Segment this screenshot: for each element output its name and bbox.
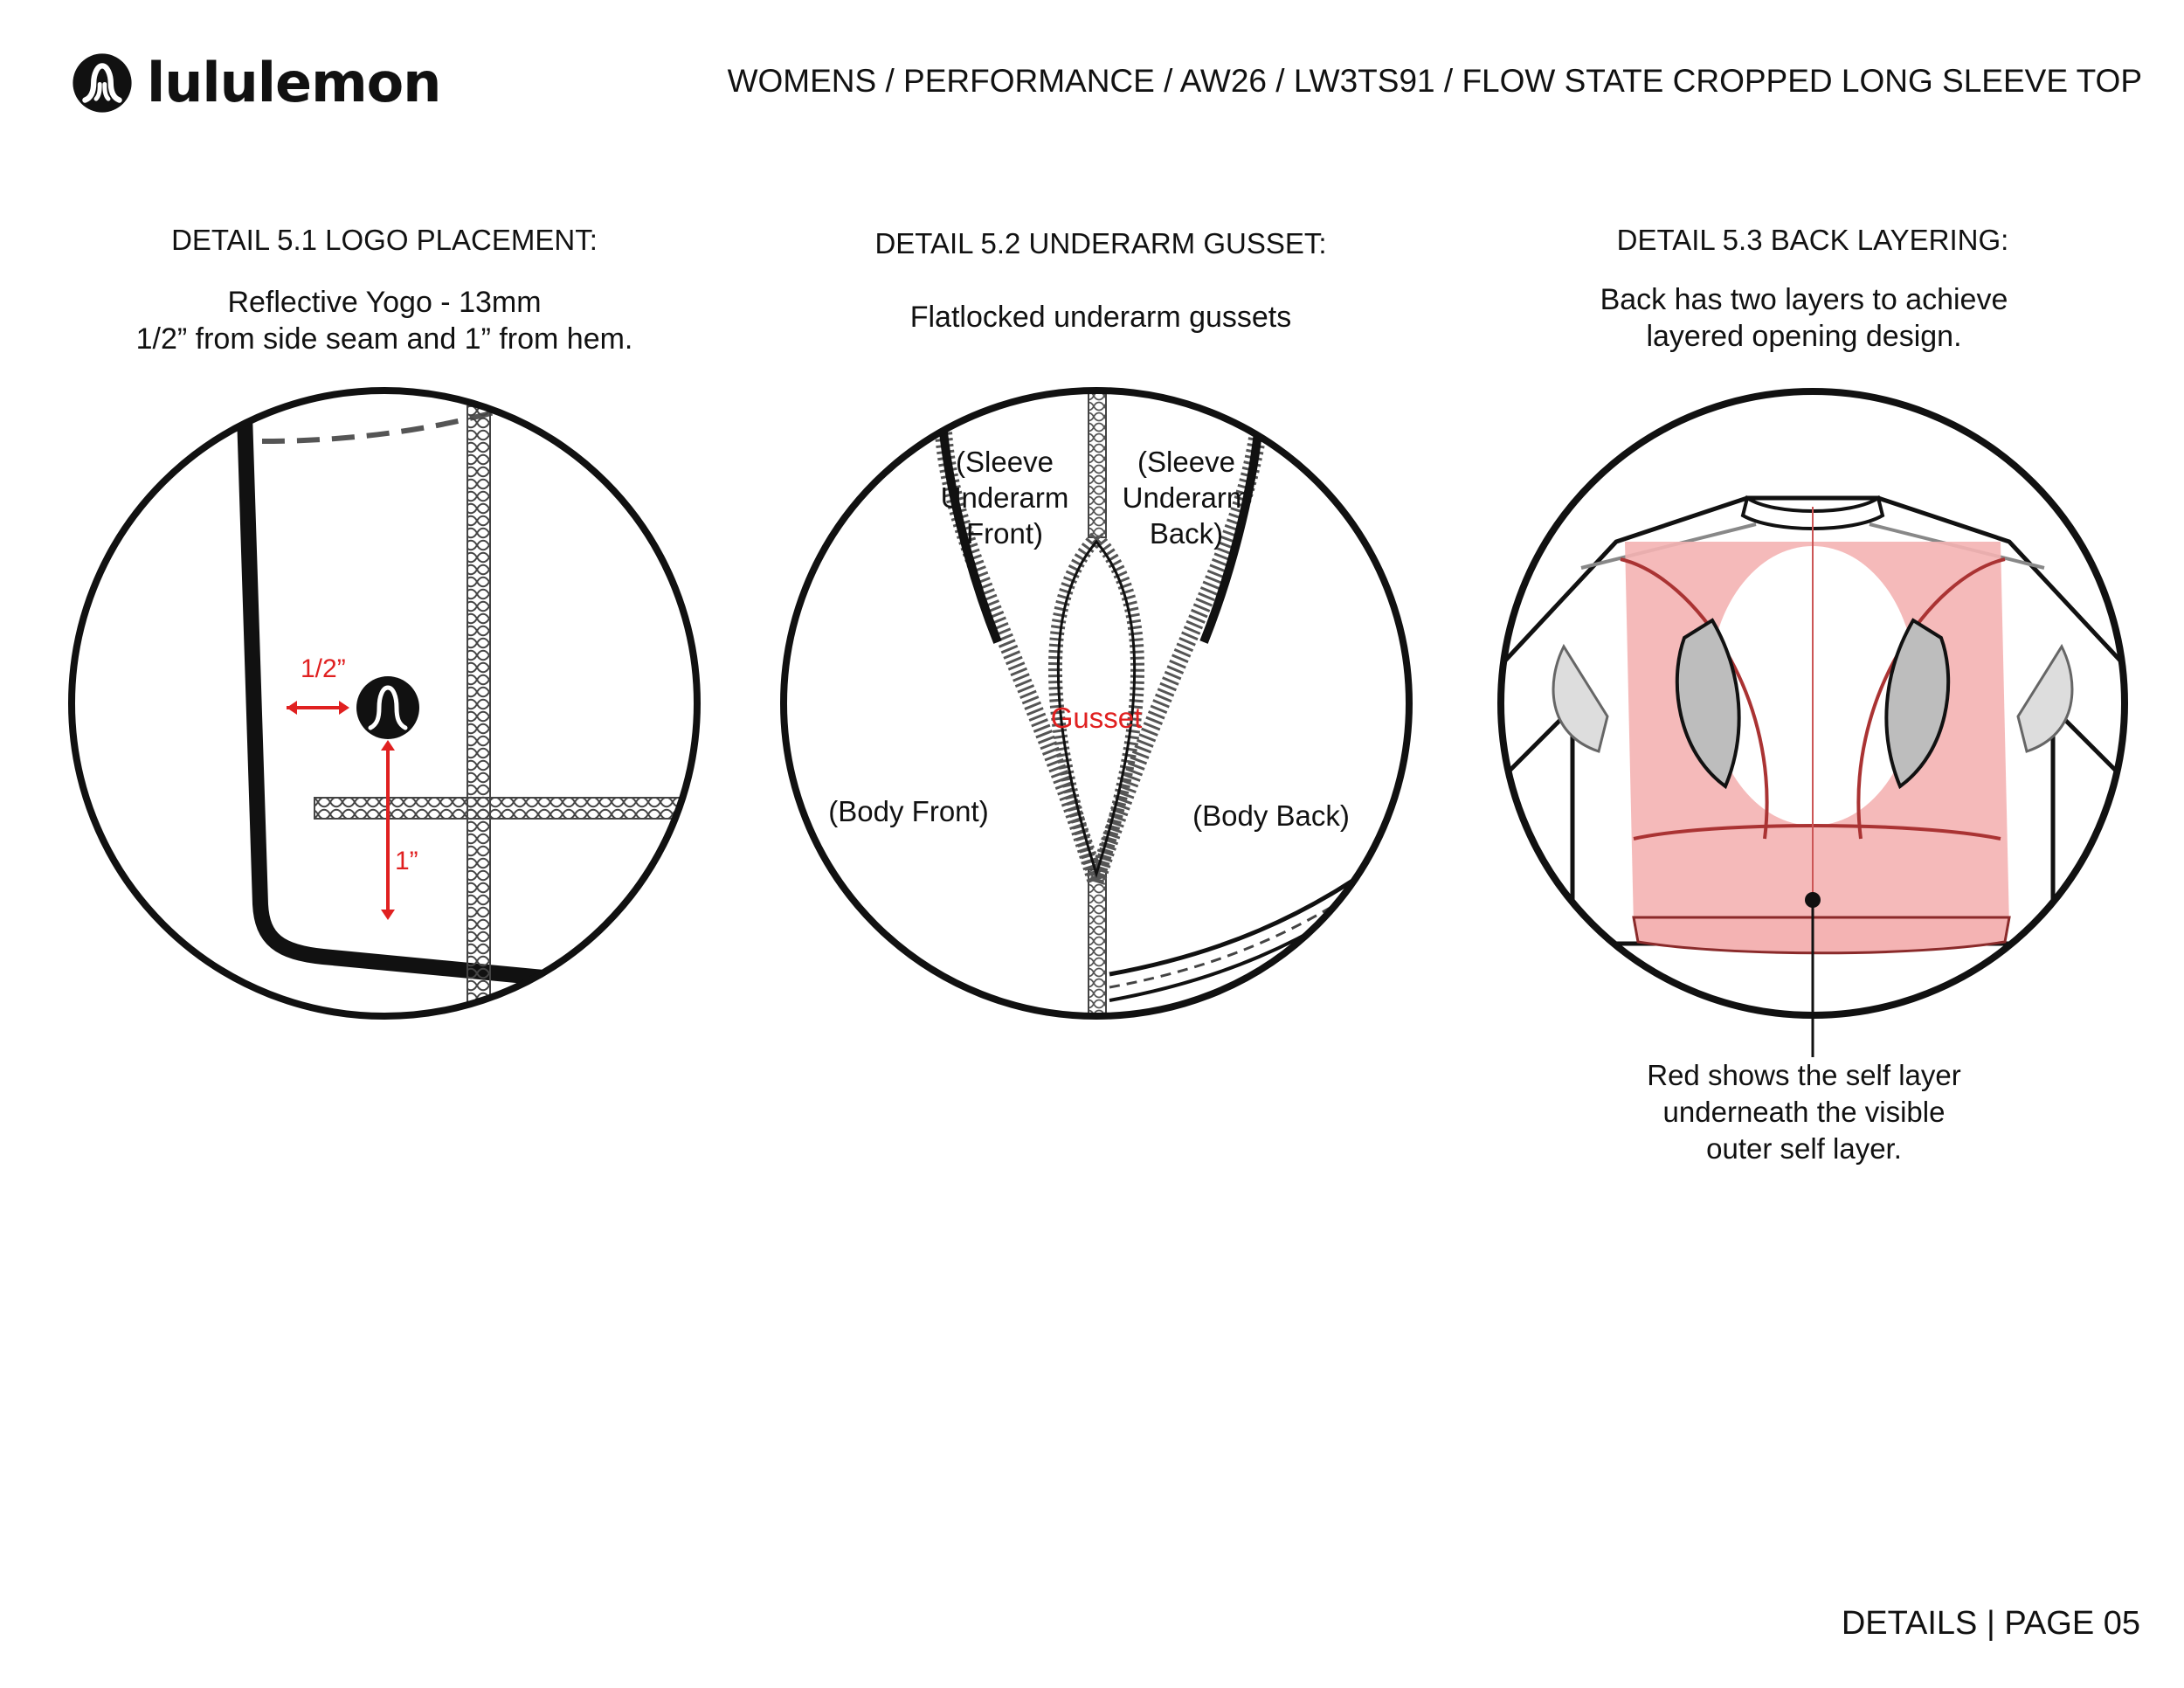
detail-1-title: DETAIL 5.1 LOGO PLACEMENT: (171, 224, 598, 256)
yogo-logo-icon (356, 676, 419, 739)
sleeve-front-label-3: Front) (966, 517, 1043, 550)
brand-name: lululemon (147, 51, 441, 114)
page-footer: DETAILS | PAGE 05 (1841, 1605, 2140, 1642)
back-layering-figure (1497, 388, 2128, 1019)
sleeve-front-label-2: Underarm (941, 481, 1069, 514)
detail-3-line-1: Back has two layers to achieve (1600, 283, 2008, 316)
detail-1-line-1: Reflective Yogo - 13mm (227, 286, 542, 319)
callout-leader-line (1811, 900, 1814, 1057)
layering-note-line-1: Red shows the self layer (1647, 1059, 1961, 1091)
body-back-label: (Body Back) (1192, 799, 1350, 832)
brand-logo: lululemon (72, 51, 441, 114)
detail-1-line-2: 1/2” from side seam and 1” from hem. (135, 322, 633, 356)
layering-note-line-3: outer self layer. (1706, 1132, 1902, 1165)
layering-note-line-2: underneath the visible (1662, 1096, 1946, 1128)
hem-dimension-label: 1” (395, 847, 418, 875)
sleeve-back-label-1: (Sleeve (1137, 446, 1235, 478)
sleeve-back-label-2: Underarm (1123, 481, 1251, 514)
detail-1-description: Reflective Yogo - 13mm 1/2” from side se… (44, 284, 725, 357)
body-front-label: (Body Front) (828, 795, 988, 827)
detail-3-line-2: layered opening design. (1646, 320, 1962, 353)
detail-2-title: DETAIL 5.2 UNDERARM GUSSET: (874, 227, 1327, 259)
layering-note: Red shows the self layer underneath the … (1577, 1057, 2031, 1167)
sleeve-back-label-3: Back) (1150, 517, 1223, 550)
lululemon-logo-icon (73, 52, 132, 113)
detail-2-line-1: Flatlocked underarm gussets (909, 301, 1292, 334)
side-seam-dimension-label: 1/2” (301, 654, 346, 683)
detail-3-title: DETAIL 5.3 BACK LAYERING: (1616, 224, 2009, 256)
logo-placement-figure: 1/2” 1” (68, 387, 701, 1020)
underarm-gusset-figure: (Sleeve Underarm Front) (Sleeve Underarm… (780, 387, 1413, 1020)
detail-2-description: Flatlocked underarm gussets (760, 299, 1441, 336)
breadcrumb: WOMENS / PERFORMANCE / AW26 / LW3TS91 / … (727, 63, 2142, 99)
detail-3-description: Back has two layers to achieve layered o… (1463, 281, 2145, 355)
sleeve-front-label-1: (Sleeve (956, 446, 1054, 478)
gusset-label: Gusset (1051, 702, 1143, 734)
